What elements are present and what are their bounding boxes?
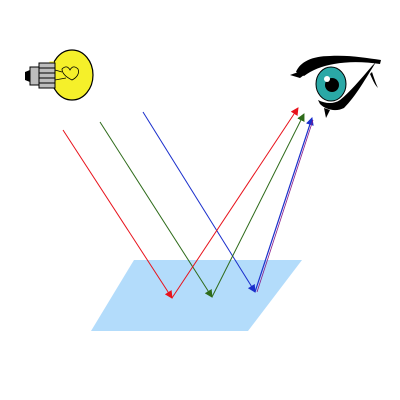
red-ray-reflected	[171, 107, 299, 299]
green-ray-incident	[99, 121, 213, 298]
eye-icon	[290, 55, 381, 118]
light-bulb-icon	[25, 49, 94, 101]
red-ray-incident	[62, 129, 173, 299]
blue-ray-reflected	[254, 117, 314, 293]
red-ray-reflected-overlap	[256, 119, 314, 293]
light-rays	[62, 107, 314, 299]
green-ray-reflected	[211, 113, 305, 298]
reflecting-surface	[91, 260, 302, 331]
blue-ray-incident	[142, 111, 256, 293]
